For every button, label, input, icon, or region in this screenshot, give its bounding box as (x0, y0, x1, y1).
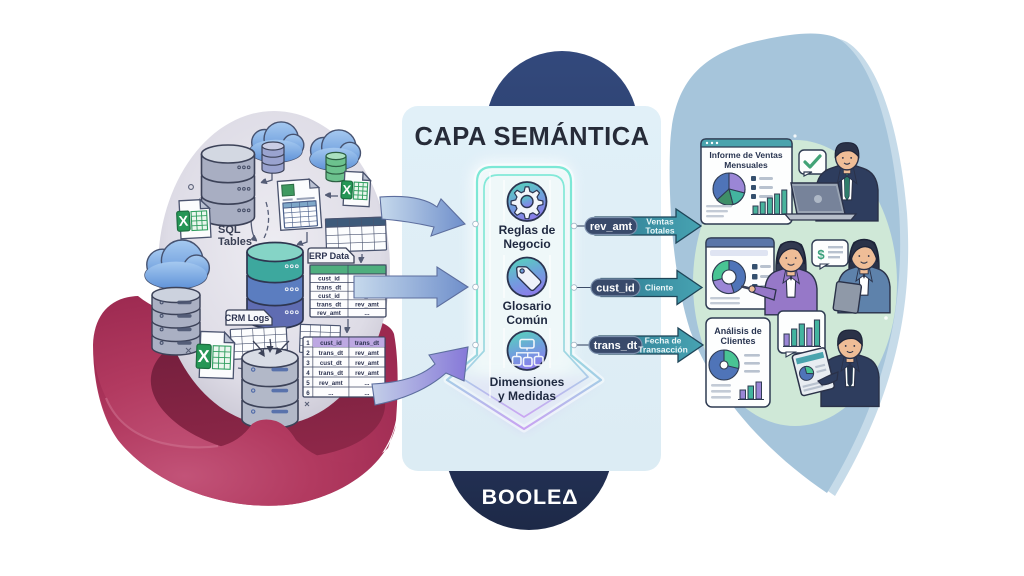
svg-text:ERP Data: ERP Data (309, 251, 350, 261)
svg-text:y Medidas: y Medidas (498, 389, 556, 403)
svg-text:...: ... (364, 380, 369, 387)
svg-text:X: X (178, 214, 189, 231)
svg-text:X: X (342, 182, 352, 197)
svg-text:rev_amt: rev_amt (317, 310, 341, 317)
svg-text:2: 2 (306, 350, 310, 357)
svg-text:rev_amt: rev_amt (355, 350, 379, 357)
svg-text:rev_amt: rev_amt (355, 360, 379, 367)
svg-text:Ventas: Ventas (646, 217, 674, 227)
svg-text:Clientes: Clientes (720, 336, 755, 346)
svg-text:$: $ (817, 247, 825, 262)
svg-text:Cliente: Cliente (645, 283, 674, 293)
svg-text:cust_id: cust_id (320, 340, 342, 347)
svg-text:BOOLEΔ: BOOLEΔ (482, 485, 579, 509)
svg-text:rev_amt: rev_amt (355, 302, 379, 309)
svg-text:cust_dt: cust_dt (320, 360, 342, 367)
svg-text:cust_id: cust_id (318, 293, 340, 300)
svg-text:Reglas de: Reglas de (499, 223, 556, 237)
svg-text:Análisis de: Análisis de (714, 326, 762, 336)
svg-text:...: ... (364, 310, 369, 317)
svg-text:Glosario: Glosario (503, 299, 552, 313)
svg-text:rev_amt: rev_amt (590, 221, 633, 233)
svg-text:...: ... (364, 390, 369, 397)
svg-text:CRM Logs: CRM Logs (225, 313, 270, 323)
svg-text:Informe de Ventas: Informe de Ventas (709, 150, 782, 160)
svg-text:SQL: SQL (218, 224, 241, 236)
svg-text:...: ... (328, 390, 333, 397)
svg-text:1: 1 (306, 340, 310, 347)
svg-text:Fecha de: Fecha de (645, 336, 682, 346)
svg-text:cust_id: cust_id (596, 283, 635, 295)
svg-text:Transacción: Transacción (638, 345, 688, 355)
svg-text:trans_dt: trans_dt (317, 302, 341, 309)
svg-text:rev_amt: rev_amt (319, 380, 343, 387)
svg-text:Dimensiones: Dimensiones (490, 375, 565, 389)
svg-text:6: 6 (306, 390, 310, 397)
svg-text:trans_dt: trans_dt (594, 340, 638, 352)
svg-text:Mensuales: Mensuales (724, 160, 768, 170)
svg-text:5: 5 (306, 380, 310, 387)
svg-text:trans_dt: trans_dt (355, 340, 379, 347)
svg-text:Común: Común (506, 313, 547, 327)
svg-text:rev_amt: rev_amt (355, 370, 379, 377)
svg-text:3: 3 (306, 360, 310, 367)
svg-text:4: 4 (306, 370, 310, 377)
svg-text:trans_dt: trans_dt (319, 350, 343, 357)
svg-text:CAPA SEMÁNTICA: CAPA SEMÁNTICA (414, 122, 649, 151)
svg-text:X: X (198, 346, 211, 366)
svg-text:Totales: Totales (645, 226, 674, 236)
svg-text:Tables: Tables (218, 236, 252, 248)
svg-text:trans_dt: trans_dt (317, 284, 341, 291)
svg-text:cust_id: cust_id (318, 276, 340, 283)
svg-text:trans_dt: trans_dt (319, 370, 343, 377)
svg-text:Negocio: Negocio (503, 237, 550, 251)
